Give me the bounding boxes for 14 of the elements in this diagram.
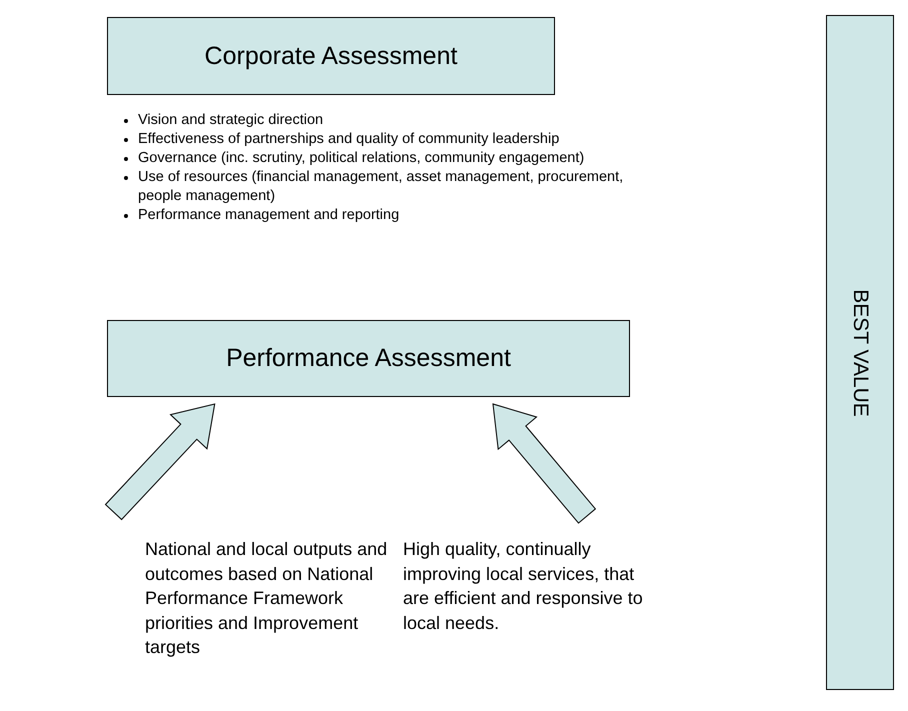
bullet-item: Governance (inc. scrutiny, political relations, community engagement) [138, 150, 584, 166]
block-arrow [492, 403, 596, 524]
box-title: Performance Assessment [226, 344, 511, 373]
assessment-box [107, 320, 630, 397]
block-arrow [104, 403, 216, 520]
bullet-item: Use of resources (financial management, asset management, procurement, people management) [138, 169, 624, 204]
bullet-item: Effectiveness of partnerships and quality of community leadership [138, 131, 560, 147]
box-title: BEST VALUE [848, 288, 872, 416]
caption-text: High quality, continually improving local services, that are efficient and responsive to local needs. [403, 537, 665, 642]
box-title: Corporate Assessment [204, 42, 458, 70]
bullet-item: Vision and strategic direction [138, 112, 324, 128]
bullet-item: Performance management and reporting [138, 207, 400, 223]
assessment-box [107, 17, 555, 95]
best-value-panel [826, 15, 894, 690]
